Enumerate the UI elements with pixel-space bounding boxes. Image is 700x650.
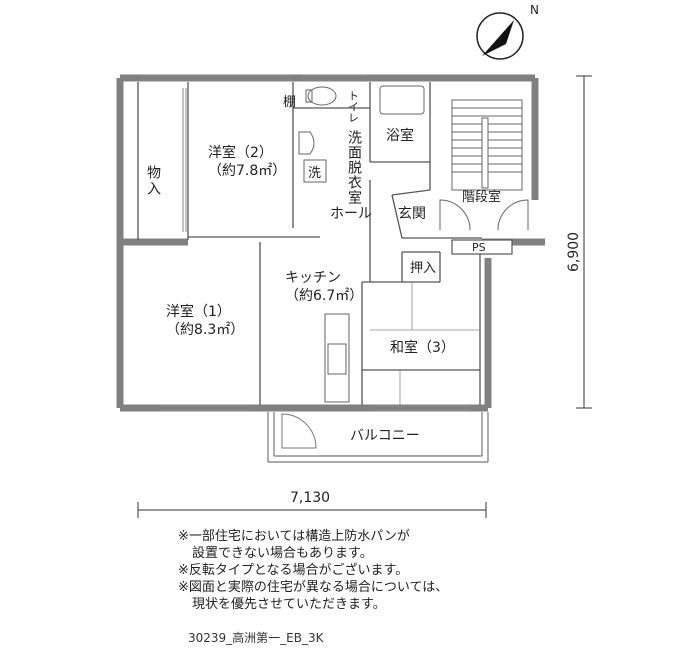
label-western1-area: （約8.3㎡） xyxy=(166,322,244,338)
label-western2-area: （約7.8㎡） xyxy=(208,163,286,179)
label-japanese3: 和室（3） xyxy=(390,339,455,356)
dimension-width: 7,130 xyxy=(290,490,330,506)
bathtub xyxy=(379,85,425,115)
note-line: 現状を優先させていただきます。 xyxy=(192,597,386,612)
label-storage: 物入 xyxy=(145,165,161,197)
notes: ※一部住宅においては構造上防水パンが 設置できない場合もあります。 ※反転タイプ… xyxy=(178,528,618,613)
dimension-lines xyxy=(137,75,592,518)
label-western1-name: 洋室（1） xyxy=(166,303,231,320)
label-bath: 浴室 xyxy=(386,127,414,144)
note-line: ※図面と実際の住宅が異なる場合については、 xyxy=(178,580,449,595)
balcony-door xyxy=(281,413,317,449)
label-kitchen-area: （約6.7㎡） xyxy=(285,288,363,304)
label-toilet: トイレ xyxy=(347,90,360,123)
note-line: 設置できない場合もあります。 xyxy=(192,546,373,561)
label-kitchen-name: キッチン xyxy=(285,270,341,286)
dimension-height: 6,900 xyxy=(566,232,582,272)
ps-box xyxy=(451,239,513,255)
label-entrance: 玄関 xyxy=(398,205,426,222)
label-wash-machine: 洗 xyxy=(308,166,321,181)
interior-walls xyxy=(137,82,482,405)
label-shelf: 棚 xyxy=(283,95,296,110)
label-closet: 押入 xyxy=(410,261,436,276)
label-ps: PS xyxy=(472,241,486,254)
toilet-bowl xyxy=(307,86,337,106)
wash-basin xyxy=(298,131,315,155)
windows xyxy=(140,75,470,411)
compass-north-label: N xyxy=(530,3,539,17)
label-stairwell: 階段室 xyxy=(462,189,501,205)
kitchen-counter xyxy=(324,313,350,403)
plan-code: 30239_高洲第一_EB_3K xyxy=(188,631,324,645)
washing-machine xyxy=(303,159,327,183)
label-balcony: バルコニー xyxy=(350,428,420,444)
note-line: ※反転タイプとなる場合がございます。 xyxy=(178,563,409,578)
stairwell xyxy=(439,99,529,231)
compass-icon: N xyxy=(476,3,539,60)
balcony xyxy=(267,412,489,463)
label-western2-name: 洋室（2） xyxy=(208,144,273,161)
tatami-lines xyxy=(370,282,480,405)
label-washroom: 洗面脱衣室 xyxy=(346,130,362,205)
label-hall: ホール xyxy=(330,206,372,222)
note-line: ※一部住宅においては構造上防水パンが xyxy=(178,529,410,544)
